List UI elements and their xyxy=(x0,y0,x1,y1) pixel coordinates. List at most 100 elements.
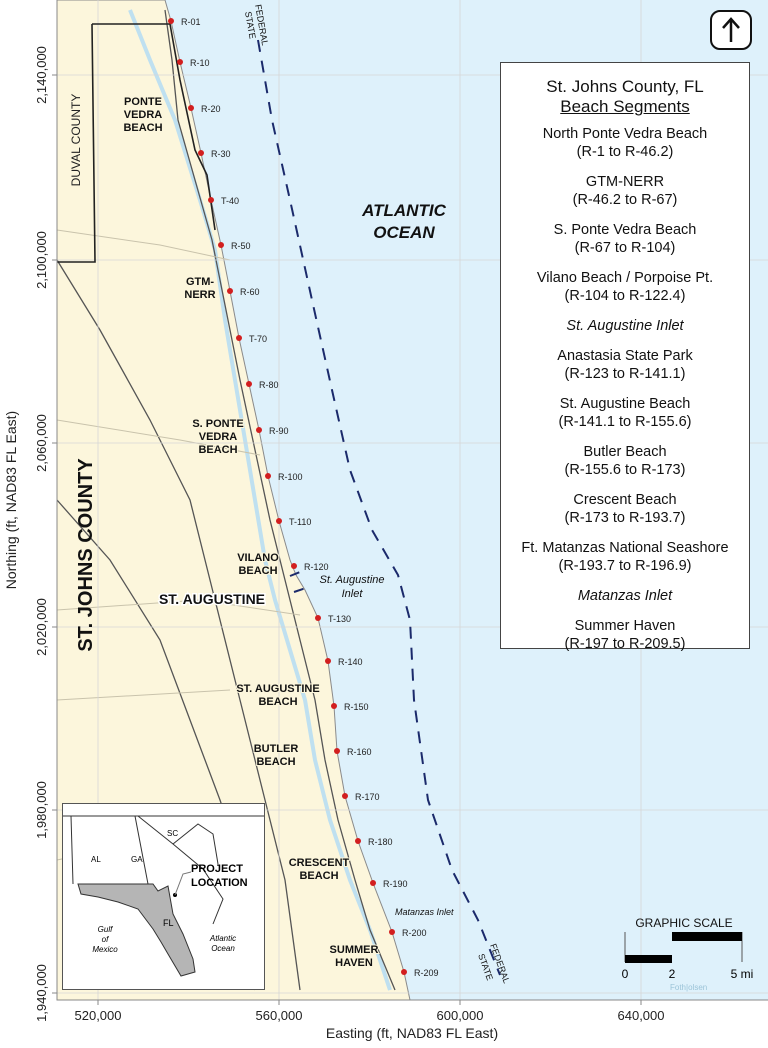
gulf-label: of xyxy=(102,935,109,944)
intracoastal-waterway xyxy=(128,9,392,991)
legend-segment: Crescent Beach(R-173 to R-193.7) xyxy=(501,491,749,527)
segment-range: (R-197 to R-209.5) xyxy=(564,636,686,652)
segment-range: (R-67 to R-104) xyxy=(574,240,676,256)
monument-marker xyxy=(227,288,233,294)
credit: Foth|olsen xyxy=(670,983,707,992)
scale-tick: 0 xyxy=(622,967,629,981)
legend-segment: St. Augustine Inlet xyxy=(501,317,749,335)
duval-county-boundary xyxy=(57,23,216,263)
segment-range: (R-1 to R-46.2) xyxy=(576,144,674,160)
place-label: VEDRA xyxy=(199,431,238,443)
scale-title: GRAPHIC SCALE xyxy=(635,916,732,930)
monument-marker xyxy=(315,615,321,621)
monument-label: R-100 xyxy=(278,472,303,482)
monument-label: R-120 xyxy=(304,562,329,572)
x-axis-label: Easting (ft, NAD83 FL East) xyxy=(326,1025,498,1041)
segment-name: Vilano Beach / Porpoise Pt. xyxy=(536,270,714,286)
segment-name: S. Ponte Vedra Beach xyxy=(553,222,697,238)
county-label: ST. JOHNS COUNTY xyxy=(75,458,97,652)
scale-tick: 5 mi xyxy=(731,967,754,981)
place-label: BEACH xyxy=(299,870,338,882)
segment-range: (R-193.7 to R-196.9) xyxy=(558,558,692,574)
segment-name: Matanzas Inlet xyxy=(577,588,673,604)
place-label: NERR xyxy=(184,289,215,301)
segment-name: North Ponte Vedra Beach xyxy=(542,126,708,142)
segment-range: (R-173 to R-193.7) xyxy=(564,510,686,526)
inset-label-fl: FL xyxy=(163,918,174,928)
monument-label: R-60 xyxy=(240,287,260,297)
duval-county-label: DUVAL COUNTY xyxy=(69,94,83,187)
legend-segment: Vilano Beach / Porpoise Pt.(R-104 to R-1… xyxy=(501,269,749,305)
scale-tick: 2 xyxy=(669,967,676,981)
monument-marker xyxy=(325,658,331,664)
project-location-label: LOCATION xyxy=(191,877,248,889)
segment-name: Summer Haven xyxy=(574,618,676,634)
monument-marker xyxy=(177,59,183,65)
monument-marker xyxy=(334,748,340,754)
monument-marker xyxy=(188,105,194,111)
place-label: BEACH xyxy=(238,565,277,577)
place-label: PONTE xyxy=(124,96,162,108)
legend-segment: Ft. Matanzas National Seashore (R-193.7 t… xyxy=(501,539,749,575)
north-arrow-icon xyxy=(710,10,752,50)
place-label: SUMMER xyxy=(330,944,379,956)
monument-marker xyxy=(256,427,262,433)
monument-label: T-40 xyxy=(221,196,239,206)
place-label: ST. AUGUSTINE xyxy=(236,683,319,695)
atlantic-label: Atlantic xyxy=(209,934,236,943)
monument-label: R-209 xyxy=(414,968,439,978)
matanzas-inlet-label: Matanzas Inlet xyxy=(395,907,454,917)
segment-range: (R-155.6 to R-173) xyxy=(564,462,686,478)
segment-name: Butler Beach xyxy=(583,444,667,460)
monument-label: R-01 xyxy=(181,17,201,27)
place-label: VEDRA xyxy=(124,109,163,121)
segment-name: Anastasia State Park xyxy=(557,348,693,364)
monument-label: R-90 xyxy=(269,426,289,436)
monument-label: R-10 xyxy=(190,58,210,68)
monument-label: R-200 xyxy=(402,928,427,938)
monument-marker xyxy=(331,703,337,709)
monument-label: T-70 xyxy=(249,334,267,344)
federal-state-boundary xyxy=(257,39,501,976)
monument-marker xyxy=(265,473,271,479)
monument-marker xyxy=(355,838,361,844)
y-tick-label: 2,100,000 xyxy=(34,231,49,289)
monument-label: R-20 xyxy=(201,104,221,114)
y-tick-label: 1,980,000 xyxy=(34,781,49,839)
inset-locator-map: AL GA SC FL PROJECT LOCATION Gulf of Mex… xyxy=(62,803,265,990)
x-tick-label: 600,000 xyxy=(437,1008,484,1023)
y-tick-label: 2,140,000 xyxy=(34,46,49,104)
inset-label-sc: SC xyxy=(167,829,178,838)
legend-segment: GTM-NERR(R-46.2 to R-67) xyxy=(501,173,749,209)
monument-label: T-130 xyxy=(328,614,351,624)
segment-name: GTM-NERR xyxy=(585,174,665,190)
monument-label: R-80 xyxy=(259,380,279,390)
monument-marker xyxy=(389,929,395,935)
land xyxy=(56,0,411,1001)
inlet-label-2: Inlet xyxy=(342,588,364,600)
monument-label: R-50 xyxy=(231,241,251,251)
legend-segment: North Ponte Vedra Beach (R-1 to R-46.2) xyxy=(501,125,749,161)
place-label: BEACH xyxy=(198,444,237,456)
place-label: VILANO xyxy=(237,552,279,564)
monument-marker xyxy=(370,880,376,886)
monument-marker xyxy=(401,969,407,975)
place-label: S. PONTE xyxy=(192,418,243,430)
x-tick-label: 520,000 xyxy=(75,1008,122,1023)
gulf-label: Mexico xyxy=(92,945,118,954)
monument-marker xyxy=(276,518,282,524)
gulf-label: Gulf xyxy=(98,925,113,934)
segment-name: Ft. Matanzas National Seashore xyxy=(521,540,729,556)
x-tick-label: 640,000 xyxy=(618,1008,665,1023)
place-label: BEACH xyxy=(123,122,162,134)
legend-segment: Anastasia State Park(R-123 to R-141.1) xyxy=(501,347,749,383)
inset-label-al: AL xyxy=(91,855,101,864)
y-tick-label: 2,020,000 xyxy=(34,598,49,656)
st-augustine-label: ST. AUGUSTINE xyxy=(159,591,265,607)
monument-marker xyxy=(198,150,204,156)
monument-marker xyxy=(246,381,252,387)
y-tick-label: 2,060,000 xyxy=(34,414,49,472)
y-axis-label: Northing (ft, NAD83 FL East) xyxy=(3,411,19,589)
segment-range: (R-141.1 to R-155.6) xyxy=(558,414,692,430)
